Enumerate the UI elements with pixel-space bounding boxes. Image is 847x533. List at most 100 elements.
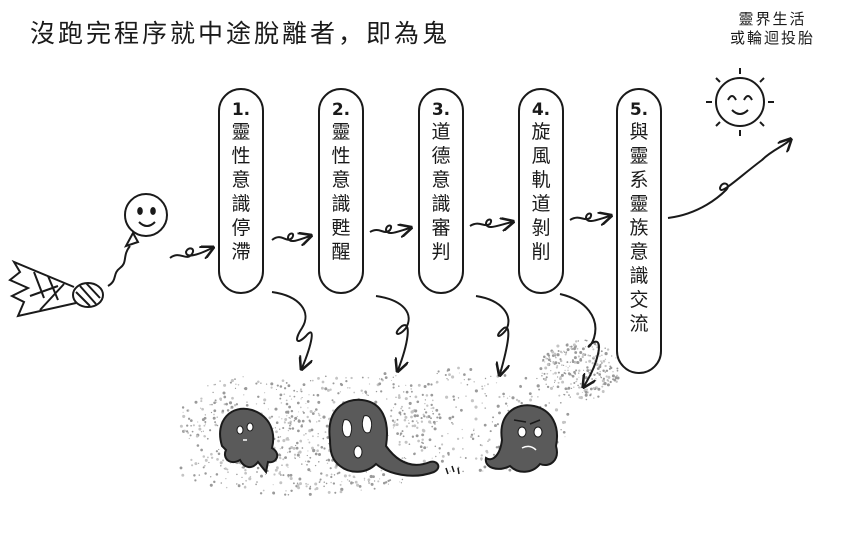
mist-speck [434,445,437,448]
mist-speck [575,369,578,372]
mist-speck [285,399,288,402]
mist-speck [188,437,190,440]
mist-speck [485,449,489,453]
mist-speck [559,376,562,379]
stage-4: 4. 旋風軌道剝削 [518,88,564,294]
mist-speck [198,462,200,464]
mist-speck [584,390,588,394]
mist-speck [330,473,333,476]
mist-speck [616,374,618,377]
mist-speck [204,458,208,462]
mist-speck [592,348,595,351]
mist-speck [506,397,509,399]
mist-speck [290,446,294,449]
mist-speck [414,395,418,399]
mist-speck [405,384,407,386]
mist-speck [385,481,388,484]
mist-speck [352,482,354,484]
mist-speck [202,455,206,458]
mist-speck [210,452,213,456]
mist-speck [200,448,203,452]
mist-speck [280,402,283,404]
mist-speck [586,366,589,369]
mist-speck [602,377,606,380]
mist-speck [599,363,602,366]
mist-speck [320,446,324,449]
mist-speck [216,416,218,418]
mist-speck [547,358,551,362]
mist-speck [542,358,545,362]
mist-speck [488,438,491,441]
mist-speck [568,394,570,396]
mist-speck [210,456,214,459]
mist-speck [324,387,328,391]
mist-speck [568,372,572,376]
mist-speck [528,392,532,395]
mist-speck [502,392,505,396]
mist-speck [463,373,466,376]
mist-speck [515,398,519,402]
mist-speck [200,400,203,403]
mist-speck [293,419,296,422]
mist-speck [236,473,238,476]
stage-5: 5. 與靈系靈族意識交流 [616,88,662,374]
mist-speck [602,383,604,385]
mist-speck [611,355,613,357]
mist-speck [462,448,464,450]
mist-speck [360,389,363,392]
mist-speck [483,465,487,469]
fall-arrows [271,291,600,386]
mist-speck [194,479,197,482]
mist-speck [220,482,223,484]
mist-speck [481,387,484,390]
mist-speck [410,415,413,419]
mist-speck [367,376,370,379]
mist-speck [579,350,583,355]
mist-speck [508,468,512,472]
mist-speck [277,453,281,457]
mist-speck [477,435,480,438]
mist-speck [430,383,433,386]
mist-speck [537,396,539,398]
mist-speck [400,405,404,408]
mist-speck [431,425,434,428]
mist-speck [279,385,283,388]
mist-speck [296,482,299,484]
mist-speck [567,369,569,371]
mist-speck [575,380,578,383]
mist-speck [424,411,428,414]
mist-speck [398,443,401,446]
mist-speck [564,436,566,438]
mist-speck [311,446,314,450]
mist-speck [563,364,565,366]
mist-speck [332,382,335,385]
mist-speck [281,447,283,450]
mist-speck [393,421,396,424]
mist-speck [451,375,455,379]
mist-speck [419,445,423,449]
mist-speck [245,479,248,482]
mist-speck [335,376,339,380]
mist-speck [399,432,403,435]
mist-speck [585,361,587,363]
mist-speck [606,383,610,387]
mist-speck [285,490,287,492]
mist-speck [370,482,374,486]
mist-speck [345,377,347,379]
stage-2: 2. 靈性意識甦醒 [318,88,364,294]
mist-speck [482,470,484,472]
mist-speck [204,423,206,425]
mist-speck [469,435,473,439]
mist-speck [484,393,486,395]
mist-speck [389,414,393,418]
mist-speck [611,374,615,378]
mist-speck [275,388,277,391]
mist-speck [392,427,395,429]
mist-speck [285,381,288,384]
mist-speck [408,407,411,410]
mist-speck [423,408,426,411]
mist-speck [564,353,567,356]
mist-speck [457,366,460,370]
mist-speck [596,367,600,370]
mist-speck [343,474,347,478]
